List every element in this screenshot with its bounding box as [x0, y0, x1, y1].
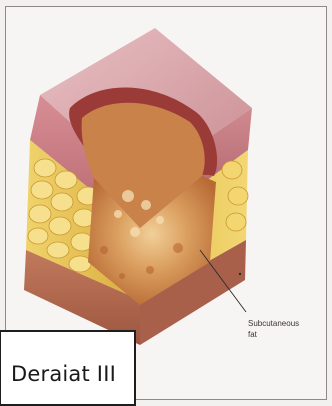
subcutaneous-fat-callout: Subcutaneous fat: [248, 318, 308, 340]
stage-label-box: Deraiat III: [0, 330, 136, 406]
callout-line-2: fat: [248, 329, 308, 340]
callout-leader-dot: [239, 273, 241, 275]
stage-label: Deraiat III: [11, 362, 116, 386]
callout-line-1: Subcutaneous: [248, 318, 308, 329]
